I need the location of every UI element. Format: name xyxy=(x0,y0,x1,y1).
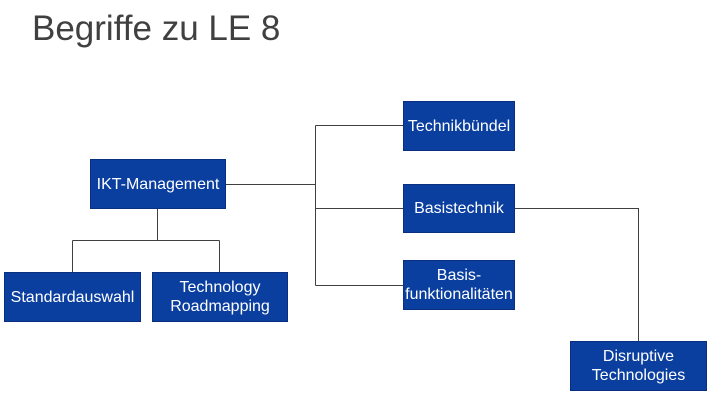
connector-basistechnik-to-disruptive xyxy=(515,208,639,341)
node-basisfunktionalitaeten: Basis- funktionalitäten xyxy=(403,260,515,310)
node-technikbuendel: Technikbündel xyxy=(403,101,515,151)
slide-title: Begriffe zu LE 8 xyxy=(32,9,281,48)
node-basistechnik: Basistechnik xyxy=(403,184,515,233)
node-technology-roadmapping: Technology Roadmapping xyxy=(152,272,288,322)
node-ikt-management: IKT-Management xyxy=(90,159,226,209)
node-standardauswahl: Standardauswahl xyxy=(4,272,141,322)
node-disruptive-technologies: Disruptive Technologies xyxy=(570,341,707,391)
